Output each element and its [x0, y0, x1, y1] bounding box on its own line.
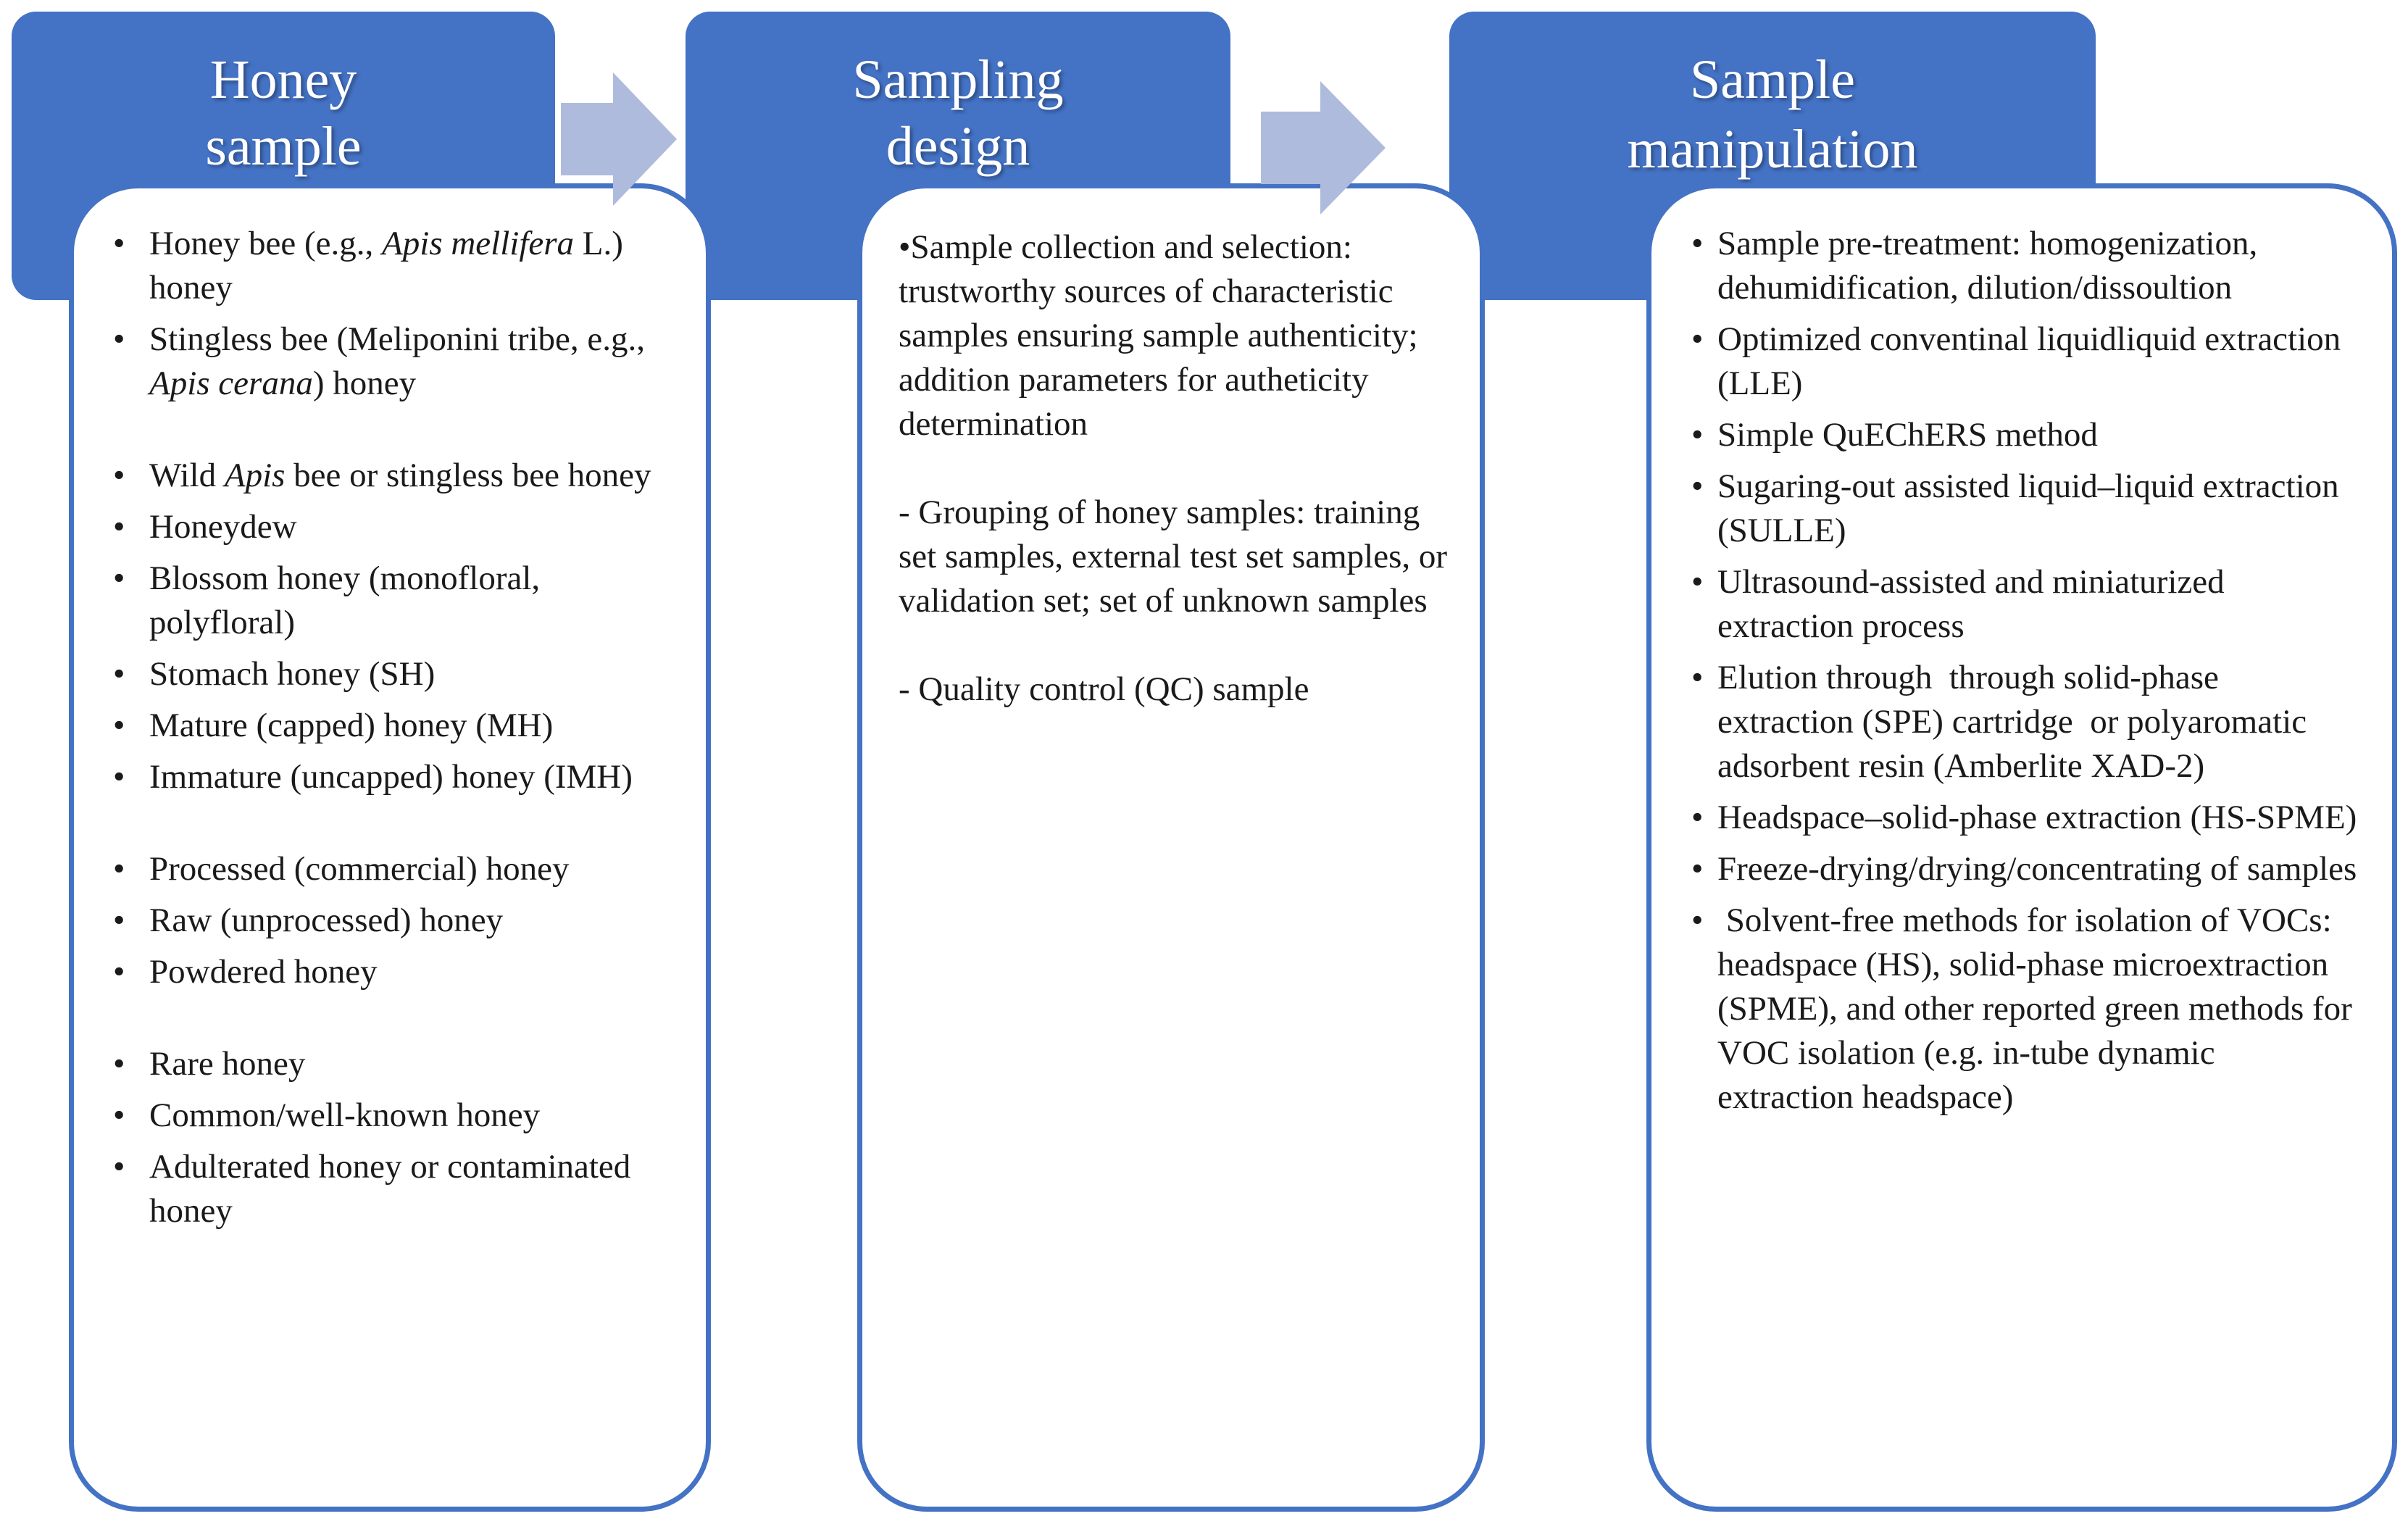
list-item-text: Elution through through solid-phase extr…: [1717, 659, 2315, 785]
list-item: • Powdered honey: [107, 950, 687, 994]
list-item-text: bee or stingless bee honey: [285, 457, 651, 494]
list-item-text: Honey bee (e.g.,: [149, 225, 383, 262]
list-item: • Wild Apis bee or stingless bee honey: [107, 454, 687, 498]
list-item-text: Stomach honey (SH): [149, 655, 436, 693]
list-item: • Stomach honey (SH): [107, 652, 687, 696]
list-item: • Headspace–solid-phase extraction (HS-SP…: [1691, 796, 2358, 840]
bullet-icon: •: [113, 508, 125, 546]
bullet-icon: •: [113, 1148, 125, 1186]
list-item: • Honeydew: [107, 505, 687, 549]
sample-manipulation-list: • Sample pre-treatment: homogenization, d…: [1691, 222, 2358, 1127]
list-item-text: Apis cerana: [149, 365, 313, 402]
list-item-text: Sugaring-out assisted liquid–liquid extr…: [1717, 467, 2348, 549]
list-item-text: L.) honey: [149, 225, 623, 307]
sampling-paragraph: - Grouping of honey samples: training se…: [899, 494, 1448, 620]
sampling-design-text: •Sample collection and selection: trustw…: [899, 225, 1449, 712]
bullet-icon: •: [113, 707, 125, 744]
sampling-paragraph: - Quality control (QC) sample: [899, 670, 1309, 708]
header-title-line2: sample: [205, 116, 362, 177]
list-item-text: Optimized conventinal liquidliquid extra…: [1717, 320, 2349, 402]
list-item: • Optimized conventinal liquidliquid extr…: [1691, 317, 2358, 406]
bullet-icon: •: [1691, 467, 1704, 505]
bullet-icon: •: [113, 1096, 125, 1134]
list-item-text: Honeydew: [149, 508, 297, 546]
list-item-text: Immature (uncapped) honey (IMH): [149, 758, 633, 796]
list-item-text: Freeze-drying/drying/concentrating of sa…: [1717, 850, 2357, 888]
list-item-text: Adulterated honey or contaminated honey: [149, 1148, 631, 1230]
bullet-icon: •: [113, 655, 125, 693]
list-item-text: Simple QuEChERS method: [1717, 416, 2098, 454]
list-item: • Ultrasound-assisted and miniaturized ex…: [1691, 560, 2358, 649]
bullet-icon: •: [1691, 659, 1704, 696]
list-item: • Mature (capped) honey (MH): [107, 704, 687, 748]
bullet-icon: •: [113, 850, 125, 888]
list-item-text: Solvent-free methods for isolation of VO…: [1717, 902, 2360, 1116]
list-item-text: Raw (unprocessed) honey: [149, 902, 504, 939]
list-item: • Sugaring-out assisted liquid–liquid ext…: [1691, 465, 2358, 553]
bullet-icon: •: [1691, 225, 1704, 262]
list-item-text: ) honey: [312, 365, 417, 402]
bullet-icon: •: [113, 457, 125, 494]
bullet-icon: •: [113, 320, 125, 358]
header-title-line2: manipulation: [1627, 119, 1918, 180]
bullet-icon: •: [113, 953, 125, 991]
bullet-icon: •: [1691, 563, 1704, 601]
list-item: •Stingless bee (Meliponini tribe, e.g., …: [107, 317, 687, 406]
list-item-text: Headspace–solid-phase extraction (HS-SPM…: [1717, 799, 2357, 836]
list-item: • Honey bee (e.g., Apis mellifera L.) hon…: [107, 222, 687, 310]
list-item-text: Wild: [149, 457, 225, 494]
bullet-icon: •: [113, 758, 125, 796]
header-title-line1: Sample: [1690, 49, 1855, 110]
list-item: • Blossom honey (monofloral, polyfloral): [107, 557, 687, 645]
list-item: • Rare honey: [107, 1042, 687, 1086]
honey-sample-list: • Honey bee (e.g., Apis mellifera L.) hon…: [107, 222, 687, 1241]
list-item-text: Processed (commercial) honey: [149, 850, 570, 888]
bullet-icon: •: [1691, 902, 1704, 939]
list-item: • Sample pre-treatment: homogenization, d…: [1691, 222, 2358, 310]
list-item-text: Mature (capped) honey (MH): [149, 707, 554, 744]
bullet-icon: •: [113, 559, 125, 597]
bullet-icon: •: [1691, 416, 1704, 454]
bullet-icon: •: [1691, 850, 1704, 888]
list-item-text: Apis: [224, 457, 286, 494]
sampling-paragraph: •Sample collection and selection: trustw…: [899, 228, 1418, 443]
list-item: • Solvent-free methods for isolation of …: [1691, 899, 2358, 1120]
list-item: • Simple QuEChERS method: [1691, 413, 2358, 457]
list-item-text: Powdered honey: [149, 953, 378, 991]
bullet-icon: •: [113, 902, 125, 939]
bullet-icon: •: [1691, 320, 1704, 358]
arrow-right-icon: [1261, 81, 1386, 215]
header-title-line1: Sampling: [852, 49, 1064, 110]
bullet-icon: •: [1691, 799, 1704, 836]
panel-honey-sample: [69, 183, 711, 1512]
bullet-icon: •: [113, 1045, 125, 1083]
panel-sample-manipulation: [1646, 183, 2397, 1512]
list-item: • Raw (unprocessed) honey: [107, 899, 687, 943]
list-item: • Immature (uncapped) honey (IMH): [107, 755, 687, 799]
list-item: • Freeze-drying/drying/concentrating of s…: [1691, 847, 2358, 891]
arrow-right-icon: [561, 72, 677, 206]
list-item-text: Sample pre-treatment: homogenization, de…: [1717, 225, 2266, 307]
list-item-text: Rare honey: [149, 1045, 306, 1083]
list-item: • Adulterated honey or contaminated honey: [107, 1145, 687, 1233]
bullet-icon: •: [113, 225, 125, 262]
header-title-line2: design: [886, 116, 1030, 177]
header-title-line1: Honey: [209, 49, 357, 110]
list-item-text: Common/well-known honey: [149, 1096, 541, 1134]
list-item: • Processed (commercial) honey: [107, 847, 687, 891]
list-item-text: Apis mellifera: [382, 225, 575, 262]
list-item: • Common/well-known honey: [107, 1094, 687, 1138]
list-item-text: Ultrasound-assisted and miniaturized ext…: [1717, 563, 2233, 645]
list-item-text: Blossom honey (monofloral, polyfloral): [149, 559, 541, 641]
list-item-text: Stingless bee (Meliponini tribe, e.g.,: [149, 320, 646, 358]
panel-sampling-design: [857, 183, 1485, 1512]
list-item: • Elution through through solid-phase ext…: [1691, 656, 2358, 788]
